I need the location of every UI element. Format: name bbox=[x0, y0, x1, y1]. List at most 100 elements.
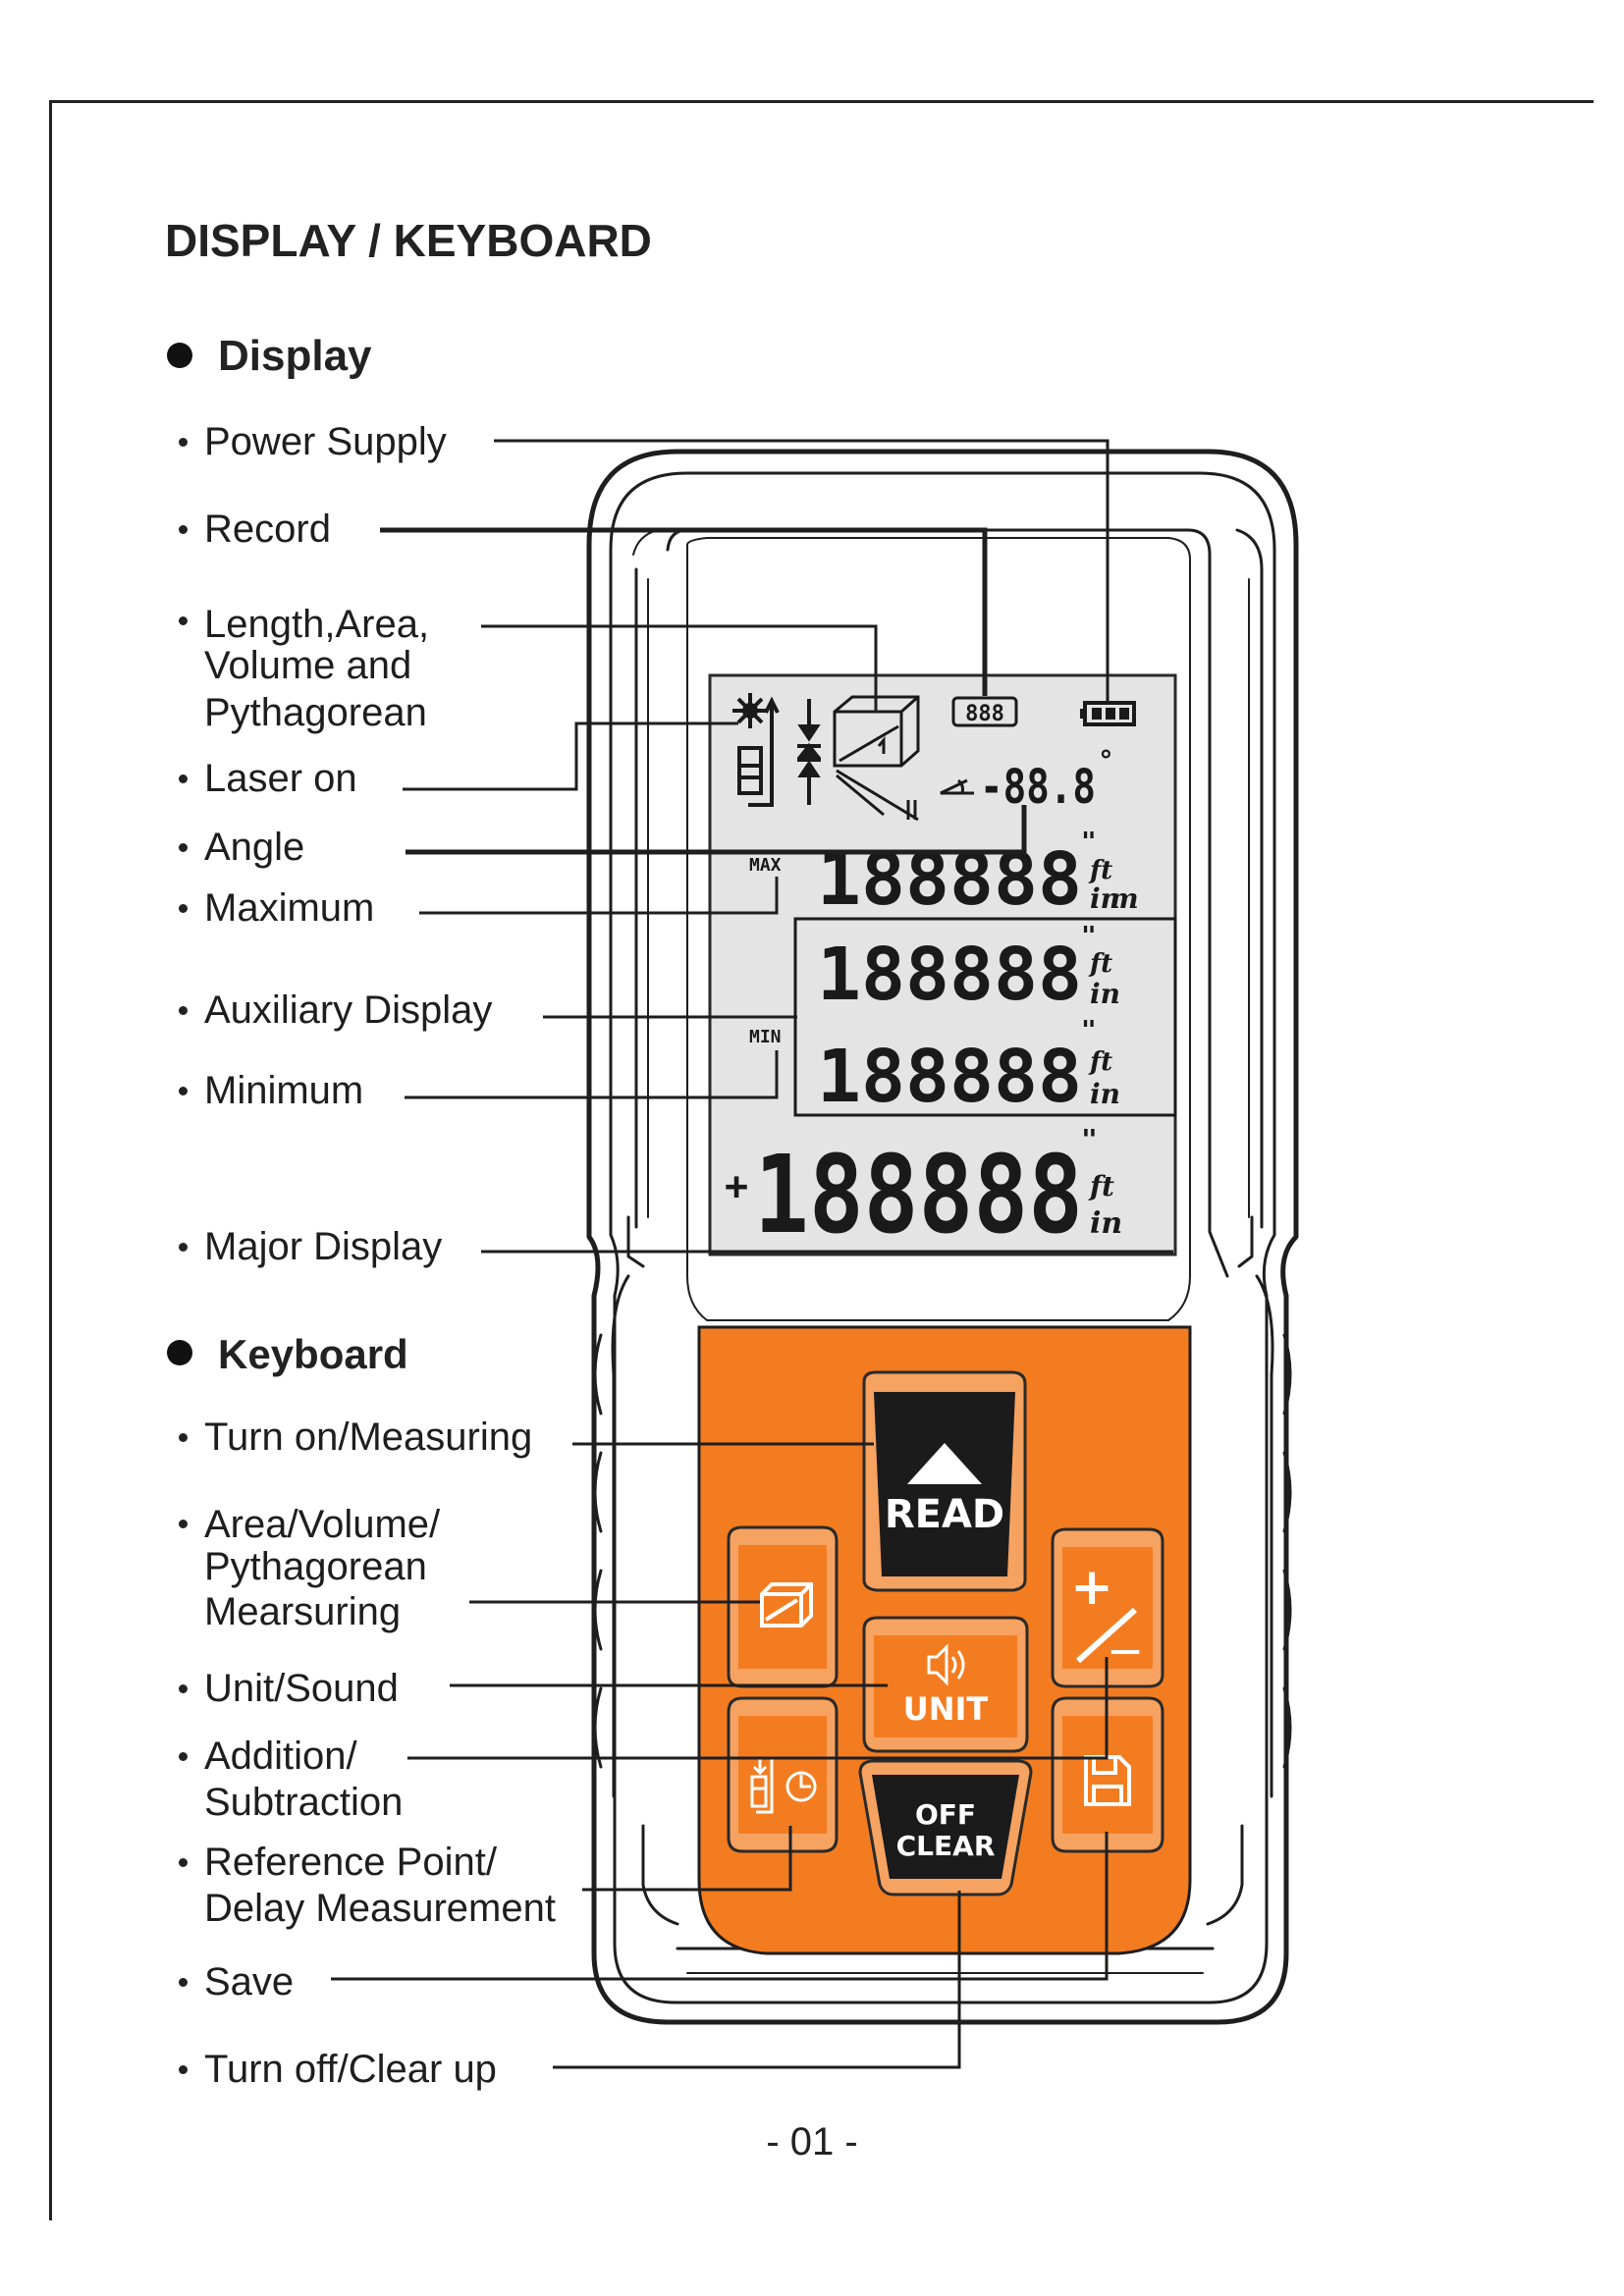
label-turn-on-measuring: Turn on/Measuring bbox=[204, 1415, 533, 1459]
major-plus: + bbox=[725, 1164, 748, 1209]
clear-label: CLEAR bbox=[896, 1830, 996, 1862]
plus-label: + bbox=[1070, 1558, 1113, 1617]
label-turn-off-clear: Turn off/Clear up bbox=[204, 2048, 497, 2091]
lcd-screen bbox=[708, 673, 1177, 1256]
leader-addition bbox=[407, 1657, 1109, 1760]
battery-icon bbox=[1080, 701, 1136, 726]
read-button[interactable]: READ bbox=[862, 1370, 1027, 1592]
leader-turn-off bbox=[553, 1891, 961, 2069]
label-addition-line2: Subtraction bbox=[204, 1781, 404, 1824]
min-inch: " bbox=[1081, 1016, 1097, 1045]
off-clear-button[interactable]: OFF CLEAR bbox=[858, 1759, 1033, 1896]
record-icon: 888 bbox=[951, 696, 1018, 727]
label-maximum: Maximum bbox=[204, 886, 375, 930]
slash-icon bbox=[1075, 1607, 1138, 1664]
degree-symbol: ° bbox=[1098, 744, 1114, 776]
area-volume-button[interactable] bbox=[727, 1525, 839, 1688]
major-inch: " bbox=[1081, 1123, 1098, 1155]
label-area-volume-line3: Mearsuring bbox=[204, 1590, 402, 1633]
top-rule bbox=[49, 100, 1594, 103]
bullet bbox=[179, 904, 188, 913]
min-label: MIN bbox=[749, 1027, 782, 1047]
floppy-disk-icon bbox=[1084, 1755, 1131, 1806]
device-body bbox=[586, 449, 1299, 2025]
leader-reference bbox=[582, 1826, 792, 1892]
label-minimum: Minimum bbox=[204, 1069, 364, 1112]
page-number: - 01 - bbox=[766, 2120, 858, 2163]
min-unit-in: in bbox=[1090, 1078, 1120, 1110]
auxiliary-unit-in: in bbox=[1090, 978, 1120, 1010]
min-unit-ft: ft bbox=[1088, 1047, 1112, 1077]
bullet bbox=[179, 438, 188, 447]
timer-icon bbox=[785, 1771, 817, 1802]
label-length-area-line2: Volume and bbox=[204, 644, 412, 687]
min-value: 188888 bbox=[817, 1035, 1082, 1119]
bullet bbox=[179, 1520, 188, 1528]
bullet bbox=[179, 2065, 188, 2074]
bullet bbox=[179, 1978, 188, 1987]
bullet bbox=[179, 1006, 188, 1015]
area-volume-key-icon bbox=[760, 1582, 813, 1628]
left-rule bbox=[49, 100, 52, 2220]
leader-save bbox=[331, 1832, 1109, 1981]
label-save: Save bbox=[204, 1960, 295, 2003]
label-length-area-line1: Length,Area, bbox=[204, 603, 430, 646]
keyboard-heading: Keyboard bbox=[218, 1331, 408, 1377]
angle-icon bbox=[940, 778, 974, 795]
save-button[interactable] bbox=[1051, 1696, 1164, 1853]
unit-label: UNIT bbox=[903, 1690, 989, 1728]
record-digits: 888 bbox=[965, 702, 1004, 726]
bullet bbox=[179, 1684, 188, 1693]
auxiliary-value: 188888 bbox=[817, 933, 1082, 1017]
minus-label: — bbox=[1110, 1631, 1141, 1669]
add-subtract-button[interactable]: + — bbox=[1051, 1527, 1164, 1688]
max-inch: " bbox=[1081, 828, 1097, 857]
bullet bbox=[179, 1433, 188, 1442]
display-heading-bullet bbox=[167, 343, 192, 368]
bullet bbox=[179, 1087, 188, 1095]
max-unit-m: m bbox=[1110, 882, 1139, 915]
major-value: 188888 bbox=[754, 1132, 1083, 1257]
display-heading: Display bbox=[218, 332, 372, 380]
label-unit-sound: Unit/Sound bbox=[204, 1667, 399, 1710]
max-label: MAX bbox=[749, 855, 782, 876]
bullet bbox=[179, 1858, 188, 1867]
leader-maximum bbox=[419, 877, 779, 915]
auxiliary-unit-ft: ft bbox=[1088, 949, 1112, 979]
label-major-display: Major Display bbox=[204, 1225, 443, 1268]
laser-on-icon bbox=[732, 693, 780, 807]
max-unit-ft: ft bbox=[1088, 856, 1112, 885]
leader-record bbox=[380, 527, 988, 696]
label-angle: Angle bbox=[204, 826, 305, 869]
auxiliary-inch: " bbox=[1081, 922, 1097, 951]
reference-arrows-icon bbox=[796, 699, 822, 805]
section-title: DISPLAY / KEYBOARD bbox=[165, 215, 652, 266]
label-addition-line1: Addition/ bbox=[204, 1735, 357, 1778]
label-area-volume-line1: Area/Volume/ bbox=[204, 1503, 441, 1546]
leader-laser-on bbox=[403, 721, 738, 791]
bullet bbox=[179, 616, 188, 625]
label-power-supply: Power Supply bbox=[204, 420, 447, 463]
unit-button[interactable]: UNIT bbox=[862, 1616, 1029, 1753]
leader-lines bbox=[331, 439, 1173, 2069]
reference-point-icon bbox=[750, 1757, 774, 1814]
leader-length-area bbox=[481, 624, 878, 713]
label-reference-line1: Reference Point/ bbox=[204, 1841, 497, 1884]
leader-angle bbox=[406, 805, 1027, 855]
angle-value: -88.8 bbox=[980, 760, 1096, 815]
bullet bbox=[179, 1752, 188, 1761]
off-label: OFF bbox=[915, 1798, 976, 1831]
area-volume-icon bbox=[833, 695, 920, 822]
bullet bbox=[179, 774, 188, 783]
bullet bbox=[179, 1243, 188, 1252]
bullet bbox=[179, 843, 188, 852]
max-unit-in: in bbox=[1090, 882, 1120, 915]
label-length-area-line3: Pythagorean bbox=[204, 691, 427, 734]
label-reference-line2: Delay Measurement bbox=[204, 1887, 556, 1930]
keyboard-heading-bullet bbox=[167, 1340, 192, 1365]
reference-delay-button[interactable] bbox=[727, 1696, 839, 1853]
major-unit-ft: ft bbox=[1088, 1170, 1114, 1202]
triangle-up-icon bbox=[907, 1443, 982, 1484]
